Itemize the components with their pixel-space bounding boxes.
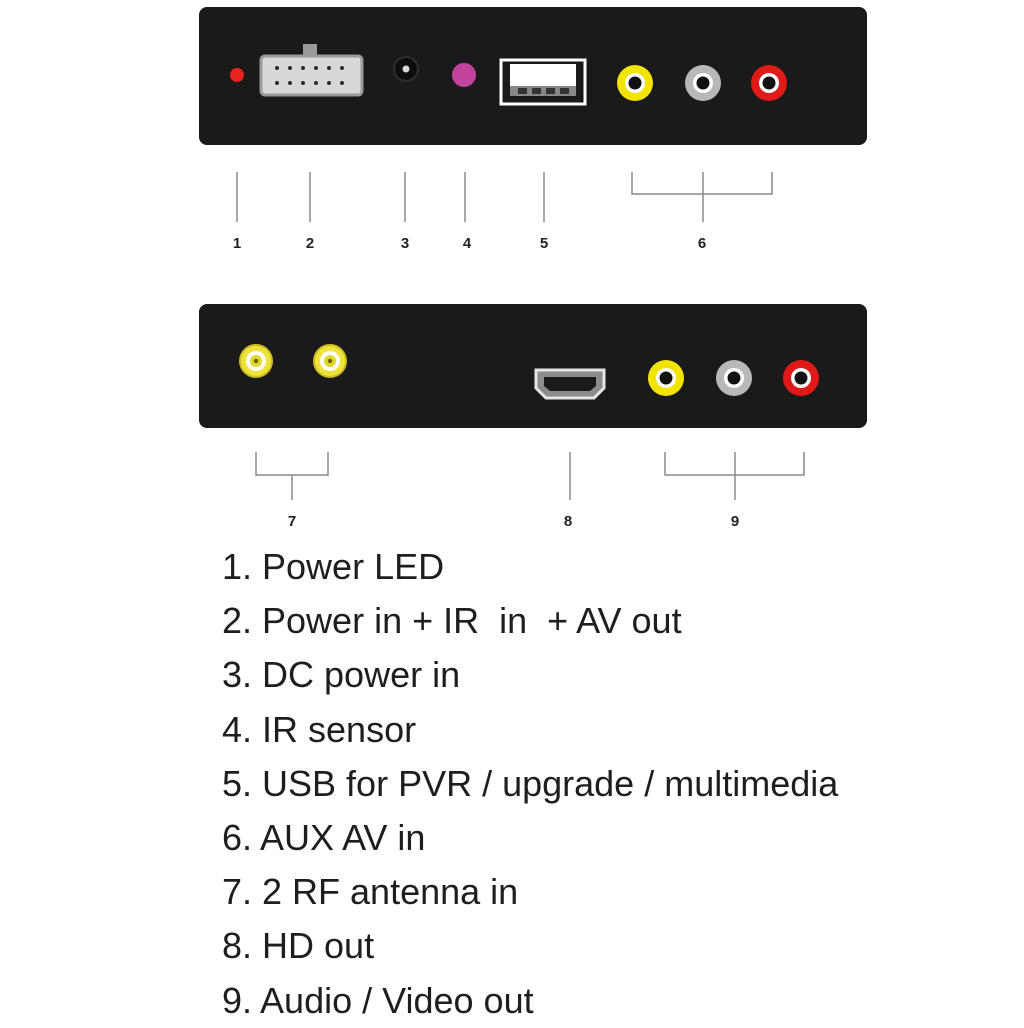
callout-5: 5	[540, 235, 548, 252]
callout-4: 4	[463, 235, 472, 252]
rca-white-jack	[685, 65, 721, 101]
rca-red-jack	[751, 65, 787, 101]
port-legend: 1. Power LED 2. Power in + IR in + AV ou…	[222, 540, 838, 1028]
rca-white-out-jack	[716, 360, 752, 396]
rca-red-out-jack	[783, 360, 819, 396]
rf-antenna-jack-2	[313, 344, 347, 378]
legend-item-5: 5. USB for PVR / upgrade / multimedia	[222, 762, 839, 804]
dc-power-jack	[393, 56, 419, 82]
legend-item-4: 4. IR sensor	[222, 708, 417, 750]
power-led	[230, 68, 244, 82]
rear-leader-lines	[255, 452, 805, 500]
legend-item-8: 8. HD out	[222, 925, 375, 967]
rf-antenna-inputs	[239, 344, 347, 378]
callout-9: 9	[731, 513, 739, 530]
rear-panel	[199, 304, 867, 428]
front-leader-lines	[236, 172, 773, 222]
av-out-jacks	[648, 360, 819, 396]
legend-item-7: 7. 2 RF antenna in	[222, 871, 519, 913]
power-ir-av-connector	[259, 44, 364, 97]
legend-item-3: 3. DC power in	[222, 654, 461, 696]
legend-item-9: 9. Audio / Video out	[222, 979, 534, 1021]
legend-item-2: 2. Power in + IR in + AV out	[222, 600, 682, 642]
rca-yellow-out-jack	[648, 360, 684, 396]
callout-3: 3	[401, 235, 409, 252]
callout-7: 7	[288, 513, 296, 530]
callout-8: 8	[564, 513, 572, 530]
ir-sensor	[452, 63, 476, 87]
rf-antenna-jack-1	[239, 344, 273, 378]
rca-yellow-jack	[617, 65, 653, 101]
legend-item-6: 6. AUX AV in	[222, 817, 426, 859]
legend-item-1: 1. Power LED	[222, 546, 445, 587]
aux-av-in-jacks	[617, 65, 787, 101]
hdmi-port	[534, 368, 606, 400]
callout-2: 2	[306, 235, 314, 252]
callout-1: 1	[233, 235, 241, 252]
callout-6: 6	[698, 235, 706, 252]
usb-port	[499, 58, 587, 106]
